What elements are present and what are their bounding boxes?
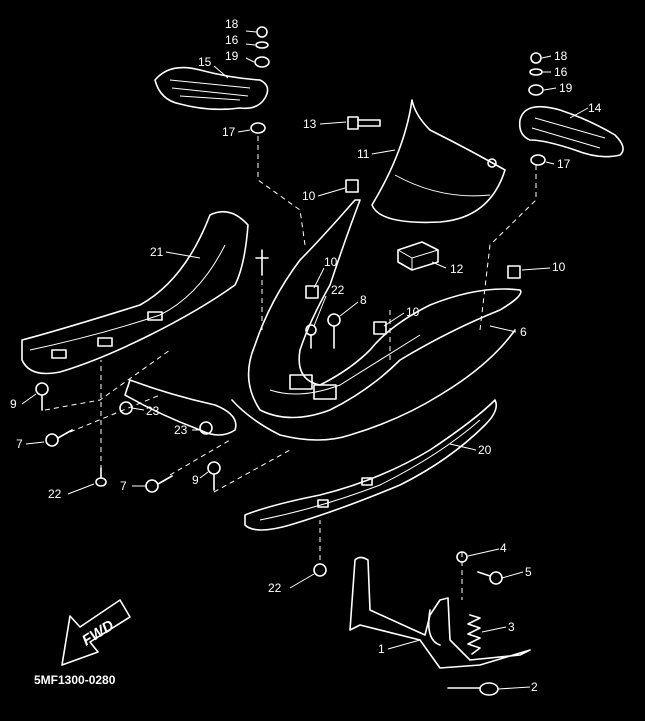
pad-12 bbox=[397, 241, 439, 271]
callout-2: 2 bbox=[531, 680, 538, 694]
callout-10-a: 10 bbox=[302, 189, 316, 203]
collar-19-left bbox=[254, 56, 270, 68]
grommet-23-a bbox=[119, 401, 133, 415]
washer-17-right bbox=[530, 154, 546, 166]
callout-11: 11 bbox=[357, 147, 370, 161]
callout-23-a: 23 bbox=[146, 404, 160, 418]
bolt-9-left bbox=[35, 382, 49, 411]
bolt-5 bbox=[477, 571, 503, 585]
callout-7-left: 7 bbox=[16, 437, 23, 451]
callout-19-right: 19 bbox=[559, 81, 573, 95]
spring-3 bbox=[467, 614, 481, 655]
callout-19-left: 19 bbox=[225, 49, 239, 63]
fwd-arrow-icon: FWD bbox=[61, 599, 131, 666]
washer-16-left bbox=[255, 41, 269, 49]
washer-17-left bbox=[250, 122, 266, 134]
screw-22-left bbox=[95, 467, 107, 487]
floor-board-6 bbox=[124, 199, 522, 441]
callout-labels: 18 16 19 15 17 13 11 10 21 12 10 22 8 10… bbox=[10, 17, 602, 694]
callout-14: 14 bbox=[588, 101, 602, 115]
bolt-8 bbox=[327, 313, 341, 349]
callout-22-left: 22 bbox=[48, 487, 62, 501]
callout-10-b: 10 bbox=[324, 255, 338, 269]
callout-23-b: 23 bbox=[174, 423, 188, 437]
callout-9-mid: 9 bbox=[192, 473, 199, 487]
grommet-23-b bbox=[199, 421, 213, 435]
cover-11 bbox=[371, 99, 506, 224]
callout-18-left: 18 bbox=[225, 17, 239, 31]
callout-15: 15 bbox=[198, 55, 212, 69]
main-stand-1 bbox=[349, 556, 531, 669]
footrest-left bbox=[154, 66, 269, 111]
callout-12: 12 bbox=[450, 262, 464, 276]
callout-17-right: 17 bbox=[557, 157, 571, 171]
callout-21: 21 bbox=[150, 245, 164, 259]
clip-10-d bbox=[507, 265, 521, 279]
callout-22-bottom: 22 bbox=[268, 581, 282, 595]
callout-5: 5 bbox=[525, 565, 532, 579]
nut-18-right bbox=[530, 52, 542, 64]
callout-1: 1 bbox=[378, 642, 385, 656]
footrest-right bbox=[518, 105, 624, 158]
callout-13: 13 bbox=[303, 117, 317, 131]
bolt-7-mid bbox=[145, 475, 173, 493]
lower-panel-20 bbox=[244, 399, 498, 531]
clip-10-b bbox=[305, 285, 319, 299]
drawing-code: 5MF1300-0280 bbox=[34, 673, 116, 687]
assembly-guide-lines bbox=[44, 136, 537, 600]
clip-10-c bbox=[373, 321, 387, 335]
callout-7-mid: 7 bbox=[120, 479, 127, 493]
screw-22-bottom bbox=[313, 563, 327, 577]
stopper-2 bbox=[447, 682, 499, 696]
callout-17-left: 17 bbox=[222, 125, 236, 139]
callout-22-mid: 22 bbox=[331, 283, 345, 297]
collar-19-right bbox=[528, 84, 544, 96]
callout-16-right: 16 bbox=[554, 65, 568, 79]
callout-10-c: 10 bbox=[406, 305, 420, 319]
side-cover-21 bbox=[21, 210, 249, 375]
callout-4: 4 bbox=[500, 541, 507, 555]
fwd-label: FWD bbox=[79, 617, 117, 650]
callout-8: 8 bbox=[360, 293, 367, 307]
callout-9-left: 9 bbox=[10, 397, 17, 411]
callout-leaders bbox=[21, 30, 589, 690]
callout-20: 20 bbox=[478, 443, 492, 457]
bolt-9-mid bbox=[207, 461, 221, 491]
callout-3: 3 bbox=[508, 620, 515, 634]
screw-22-mid bbox=[305, 324, 317, 349]
bolt-13 bbox=[347, 116, 381, 130]
bolt-7-left bbox=[45, 429, 73, 447]
washer-16-right bbox=[529, 68, 543, 76]
callout-10-d: 10 bbox=[552, 260, 566, 274]
nut-18-left bbox=[256, 26, 268, 38]
callout-16-left: 16 bbox=[225, 33, 239, 47]
callout-18-right: 18 bbox=[554, 49, 568, 63]
bolt-5-top bbox=[255, 249, 269, 276]
clip-10-a bbox=[345, 179, 359, 193]
callout-6: 6 bbox=[520, 325, 527, 339]
